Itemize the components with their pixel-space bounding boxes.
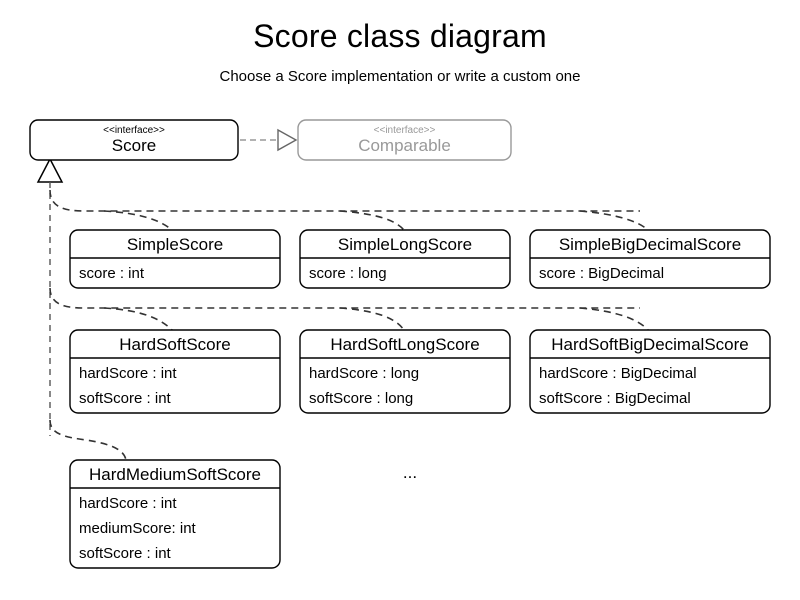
interface-stereotype-label: <<interface>> <box>103 125 165 136</box>
connector-layer <box>36 128 649 461</box>
interface-stereotype-label: <<interface>> <box>374 125 436 136</box>
class-attribute-label: softScore : BigDecimal <box>539 390 691 407</box>
class-box-frame <box>69 229 281 289</box>
class-name-label: SimpleLongScore <box>338 235 472 254</box>
realization-arrowhead-icon <box>277 128 298 152</box>
class-box-frame <box>69 329 281 414</box>
class-box-frame <box>69 459 281 569</box>
class-attribute-label: hardScore : int <box>79 365 177 382</box>
interface-box-score[interactable]: <<interface>>Score <box>29 119 239 161</box>
more-implementations-ellipsis: ... <box>403 463 417 482</box>
class-attribute-label: hardScore : BigDecimal <box>539 365 697 382</box>
class-name-label: HardMediumSoftScore <box>89 465 261 484</box>
class-attribute-label: mediumScore: int <box>79 520 197 537</box>
class-name-label: SimpleScore <box>127 235 223 254</box>
class-box-simple-big-decimal-score[interactable]: SimpleBigDecimalScore score : BigDecimal <box>529 229 771 289</box>
generalization-branch-hard-soft-big-decimal-score <box>579 307 649 331</box>
class-box-simple-score[interactable]: SimpleScore score : int <box>69 229 281 289</box>
generalization-branch-hard-soft-score <box>103 307 173 331</box>
class-box-frame <box>299 329 511 414</box>
class-attribute-label: hardScore : int <box>79 495 177 512</box>
class-attribute-label: softScore : int <box>79 390 172 407</box>
class-box-hard-medium-soft-score[interactable]: HardMediumSoftScore hardScore : int medium… <box>69 459 281 569</box>
interface-layer: <<interface>>Score<<interface>>Comparabl… <box>29 119 512 161</box>
page-title: Score class diagram <box>253 18 547 54</box>
class-attribute-label: softScore : long <box>309 390 413 407</box>
class-box-frame <box>299 229 511 289</box>
generalization-branch-simple-big-decimal-score <box>579 210 649 231</box>
class-name-label: HardSoftBigDecimalScore <box>551 335 748 354</box>
interface-box-frame <box>29 119 239 161</box>
generalization-branch-hard-medium-soft-score <box>49 419 127 461</box>
class-attribute-label: score : int <box>79 265 145 282</box>
generalization-spine-row1 <box>49 189 640 212</box>
class-name-label: SimpleBigDecimalScore <box>559 235 741 254</box>
generalization-branch-simple-score <box>103 210 173 231</box>
class-name-label: HardSoftLongScore <box>330 335 479 354</box>
page-subtitle: Choose a Score implementation or write a… <box>219 68 581 85</box>
generalization-branch-simple-long-score <box>339 210 405 231</box>
generalization-triangle-icon <box>36 157 64 183</box>
interface-box-frame <box>297 119 512 161</box>
class-attribute-label: score : long <box>309 265 387 282</box>
interface-name-label: Score <box>112 136 156 155</box>
generalization-spine-row2 <box>49 287 640 309</box>
class-attribute-label: softScore : int <box>79 545 172 562</box>
class-attribute-label: hardScore : long <box>309 365 419 382</box>
class-layer: SimpleScore score : int SimpleLongScore sco… <box>69 229 771 569</box>
class-box-frame <box>529 329 771 414</box>
class-box-simple-long-score[interactable]: SimpleLongScore score : long <box>299 229 511 289</box>
class-attribute-label: score : BigDecimal <box>539 265 664 282</box>
class-box-frame <box>529 229 771 289</box>
class-box-hard-soft-long-score[interactable]: HardSoftLongScore hardScore : long softSco… <box>299 329 511 414</box>
interface-box-comparable[interactable]: <<interface>>Comparable <box>297 119 512 161</box>
interface-name-label: Comparable <box>358 136 451 155</box>
class-name-label: HardSoftScore <box>119 335 231 354</box>
class-box-hard-soft-score[interactable]: HardSoftScore hardScore : int softScore : … <box>69 329 281 414</box>
generalization-branch-hard-soft-long-score <box>339 307 405 331</box>
class-box-hard-soft-big-decimal-score[interactable]: HardSoftBigDecimalScore hardScore : BigDe… <box>529 329 771 414</box>
